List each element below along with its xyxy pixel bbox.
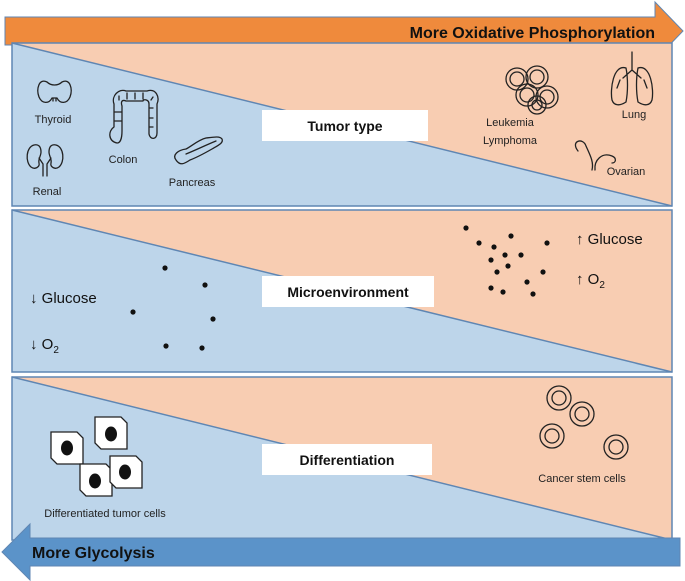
- ovary-icon: [574, 140, 617, 171]
- dense-molecules: [463, 225, 550, 297]
- panel-differentiation-title-box: [262, 444, 432, 475]
- panel-tumor-type-title: Tumor type: [307, 118, 382, 134]
- panel-tumor-type-title-box: [262, 110, 428, 141]
- thyroid-icon: [37, 80, 72, 104]
- thyroid-label: Thyroid: [35, 114, 72, 126]
- high-glucose-label: ↑ Glucose: [576, 231, 643, 248]
- blood-cells-icon: [505, 65, 559, 115]
- high-oxygen-label: ↑ O2: [576, 271, 605, 291]
- oxphos-arrow-label: More Oxidative Phosphorylation: [410, 25, 655, 42]
- kidney-icon: [26, 144, 64, 177]
- pancreas-label: Pancreas: [169, 177, 216, 189]
- pancreas-icon: [174, 136, 223, 165]
- lymphoma-label: Lymphoma: [483, 135, 538, 147]
- panel-microenvironment-title: Microenvironment: [287, 284, 409, 300]
- low-oxygen-label: ↓ O2: [30, 336, 59, 356]
- lung-label: Lung: [622, 109, 646, 121]
- stem-cells-label: Cancer stem cells: [538, 473, 626, 485]
- differentiated-cells-icon: [50, 416, 143, 497]
- ovarian-label: Ovarian: [607, 166, 646, 178]
- panel-tumor-type: Tumor type Thyroid Colon Renal Pancreas …: [11, 42, 673, 207]
- colon-icon: [109, 89, 159, 144]
- lung-icon: [610, 51, 654, 106]
- colon-label: Colon: [109, 154, 138, 166]
- panel-differentiation-title: Differentiation: [300, 452, 395, 468]
- panel-microenvironment-title-box: [262, 276, 434, 307]
- panel-differentiation: Differentiation Differentiated tumor cel…: [11, 376, 673, 541]
- leukemia-label: Leukemia: [486, 117, 535, 129]
- differentiated-cells-label: Differentiated tumor cells: [44, 508, 166, 520]
- sparse-molecules: [130, 265, 216, 351]
- glycolysis-arrow-shape: [1, 522, 681, 581]
- glycolysis-arrow: More Glycolysis: [1, 522, 681, 581]
- renal-label: Renal: [33, 186, 62, 198]
- stem-cells-icon: [539, 385, 629, 460]
- panel-microenvironment: Microenvironment ↓ Glucose ↓ O2 ↑ Glucos…: [11, 209, 673, 373]
- panel-tumor-type-border: [11, 42, 673, 207]
- panel-microenvironment-border: [11, 209, 673, 373]
- low-glucose-label: ↓ Glucose: [30, 290, 97, 307]
- glycolysis-arrow-label: More Glycolysis: [32, 545, 155, 562]
